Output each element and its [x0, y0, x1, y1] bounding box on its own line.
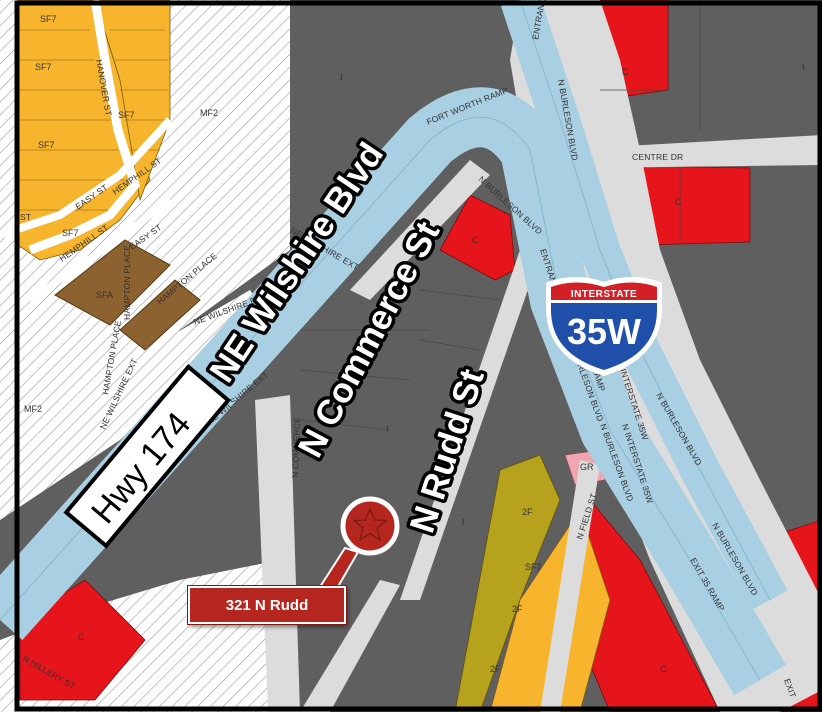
commerce-street-lane: [350, 160, 490, 300]
highway-centerline: [0, 116, 761, 681]
label-sf7-f: SF7: [525, 562, 542, 572]
north-south-street: [255, 395, 300, 712]
label-i-b: I: [802, 62, 805, 72]
centre-drive: [590, 135, 822, 168]
n-field-street: [540, 460, 600, 712]
hanover-street: [28, 0, 141, 255]
label-c-a: C: [622, 67, 629, 77]
label-sf7-b: SF7: [118, 110, 135, 120]
star-shape: [352, 507, 388, 542]
easy-street: [0, 117, 173, 239]
label-sfa: SFA: [96, 290, 113, 300]
label-mf2-b: MF2: [24, 404, 42, 414]
zone-sfa-block-1: [54, 239, 171, 326]
label-mf2-a: MF2: [200, 108, 218, 118]
zone-c-southwest: [19, 579, 146, 701]
zone-mf2-southwest: [0, 290, 270, 520]
label-2f-c: 2F: [490, 664, 501, 674]
label-2f-a: 2F: [522, 507, 533, 517]
zone-c-triangle: [439, 194, 516, 281]
label-sf7-e: SF7: [62, 228, 79, 238]
street-centre-dr: CENTRE DR: [632, 152, 683, 162]
shield-number: 35W: [567, 311, 641, 352]
commerce-street-south: [300, 580, 400, 712]
industrial-lot-lines: [299, 0, 701, 431]
street-n-commerce-small: N COMMERCE: [290, 417, 302, 478]
label-gr: GR: [580, 462, 594, 472]
shield-blue-body: [551, 303, 657, 370]
address-callout[interactable]: 321 N Rudd: [188, 586, 346, 624]
label-c-d: C: [78, 632, 85, 642]
interstate-shield-icon: INTERSTATE 35W: [546, 277, 662, 377]
label-i-a: I: [340, 72, 343, 82]
label-2f-b: 2F: [512, 604, 523, 614]
zone-sfa-block-2: [119, 279, 201, 351]
shield-red-top: [551, 282, 657, 300]
rudd-street-lane: [400, 250, 540, 600]
hemphill-street: [28, 197, 173, 303]
hwy-sign-box: [63, 363, 232, 549]
label-c-b: C: [675, 197, 682, 207]
street-hampton-a: HAMPTON PLACE: [122, 245, 132, 320]
label-i-d: I: [462, 517, 465, 527]
label-c-c: C: [472, 235, 479, 245]
label-sf7-a: SF7: [40, 14, 57, 24]
street-st-stub: ST: [20, 212, 31, 222]
shield-top-label: INTERSTATE: [571, 289, 637, 300]
label-i-c: I: [386, 424, 389, 434]
star-marker-icon[interactable]: [340, 496, 400, 556]
label-sf7-d: SF7: [35, 62, 52, 72]
address-label: 321 N Rudd: [225, 596, 309, 614]
map-frame-border: [14, 0, 822, 712]
label-sf7-c: SF7: [38, 140, 55, 150]
label-c-e: C: [660, 664, 667, 674]
